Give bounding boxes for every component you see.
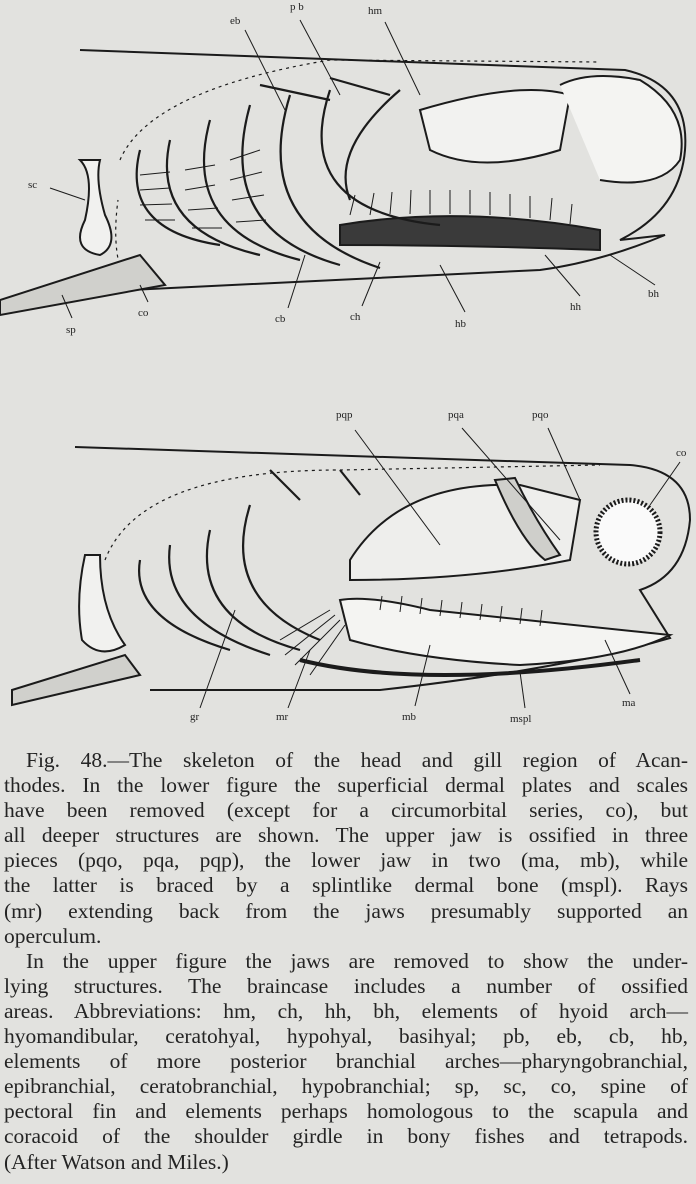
label-ma: ma	[622, 697, 636, 709]
scapula	[77, 159, 113, 257]
braincase	[418, 89, 572, 164]
caption-line: areas. Abbreviations: hm, ch, hh, bh, el…	[4, 998, 688, 1023]
upper-head-outline	[79, 49, 687, 291]
label-pqa: pqa	[448, 409, 464, 421]
palatoquadrate-anterior	[493, 476, 562, 562]
acanthodes-skeleton-figure: eb p b hm sc sp co cb ch hb hh bh	[0, 1, 692, 725]
label-sc: sc	[28, 179, 37, 191]
label-cb: cb	[275, 313, 286, 325]
label-gr: gr	[190, 711, 200, 723]
hyoid-arch	[339, 215, 601, 252]
label-hh: hh	[570, 301, 582, 313]
label-hb: hb	[455, 318, 467, 330]
lower-jaw	[338, 597, 674, 667]
label-pb: p b	[290, 1, 304, 13]
caption-line: pectoral fin and elements perhaps homolo…	[4, 1099, 688, 1124]
caption-line: (After Watson and Miles.)	[4, 1149, 229, 1174]
figure-caption: Fig. 48.—The skeleton of the head and gi…	[4, 748, 688, 1175]
label-co-lower: co	[676, 447, 687, 459]
label-eb: eb	[230, 15, 241, 27]
label-mr: mr	[276, 711, 289, 723]
lower-scapula	[78, 554, 127, 653]
caption-line: Fig. 48.—The skeleton of the head and gi…	[26, 748, 688, 772]
lower-branchial-arches	[138, 469, 361, 657]
lower-figure	[11, 427, 692, 709]
label-mspl: mspl	[510, 713, 531, 725]
circumorbital-ring	[593, 497, 663, 567]
lower-pectoral-spine	[11, 653, 142, 707]
upper-figure	[0, 19, 687, 319]
caption-line: all deeper structures are shown. The upp…	[4, 823, 688, 848]
caption-line: hyomandibular, ceratohyal, hypohyal, bas…	[4, 1024, 688, 1049]
caption-line: have been removed (except for a circumor…	[4, 798, 688, 823]
caption-line: the latter is braced by a splintlike der…	[4, 873, 688, 898]
label-pqo: pqo	[532, 409, 549, 421]
lower-labels: pqp pqa pqo co gr mr mb mspl ma	[190, 409, 687, 725]
lower-teeth	[379, 595, 543, 627]
label-co: co	[138, 307, 149, 319]
caption-line: (mr) extending back from the jaws presum…	[4, 898, 688, 923]
upper-leader-lines	[49, 19, 656, 319]
label-hm: hm	[368, 5, 383, 17]
label-ch: ch	[350, 311, 361, 323]
gill-rakers	[139, 149, 573, 229]
label-mb: mb	[402, 711, 417, 723]
opercular-rays	[279, 609, 346, 676]
label-sp: sp	[66, 324, 76, 336]
caption-line: pieces (pqo, pqa, pqp), the lower jaw in…	[4, 848, 688, 873]
caption-line: operculum.	[4, 923, 102, 948]
caption-line: In the upper figure the jaws are removed…	[26, 948, 688, 973]
caption-line: epibranchial, ceratobranchial, hypobranc…	[4, 1074, 688, 1099]
pectoral-spine	[0, 253, 167, 317]
caption-line: coracoid of the shoulder girdle in bony …	[4, 1124, 688, 1149]
upper-body-dashed-outline	[119, 59, 601, 161]
branchial-arches	[135, 76, 441, 270]
mandibular-splint	[299, 658, 641, 677]
caption-line: elements of more posterior branchial arc…	[4, 1049, 688, 1074]
lower-leader-lines	[199, 427, 681, 709]
label-bh: bh	[648, 288, 660, 300]
caption-line: thodes. In the lower figure the superfic…	[4, 773, 688, 798]
upper-labels: eb p b hm sc sp co cb ch hb hh bh	[28, 1, 660, 336]
label-pqp: pqp	[336, 409, 353, 421]
caption-line: lying structures. The braincase includes…	[4, 973, 688, 998]
